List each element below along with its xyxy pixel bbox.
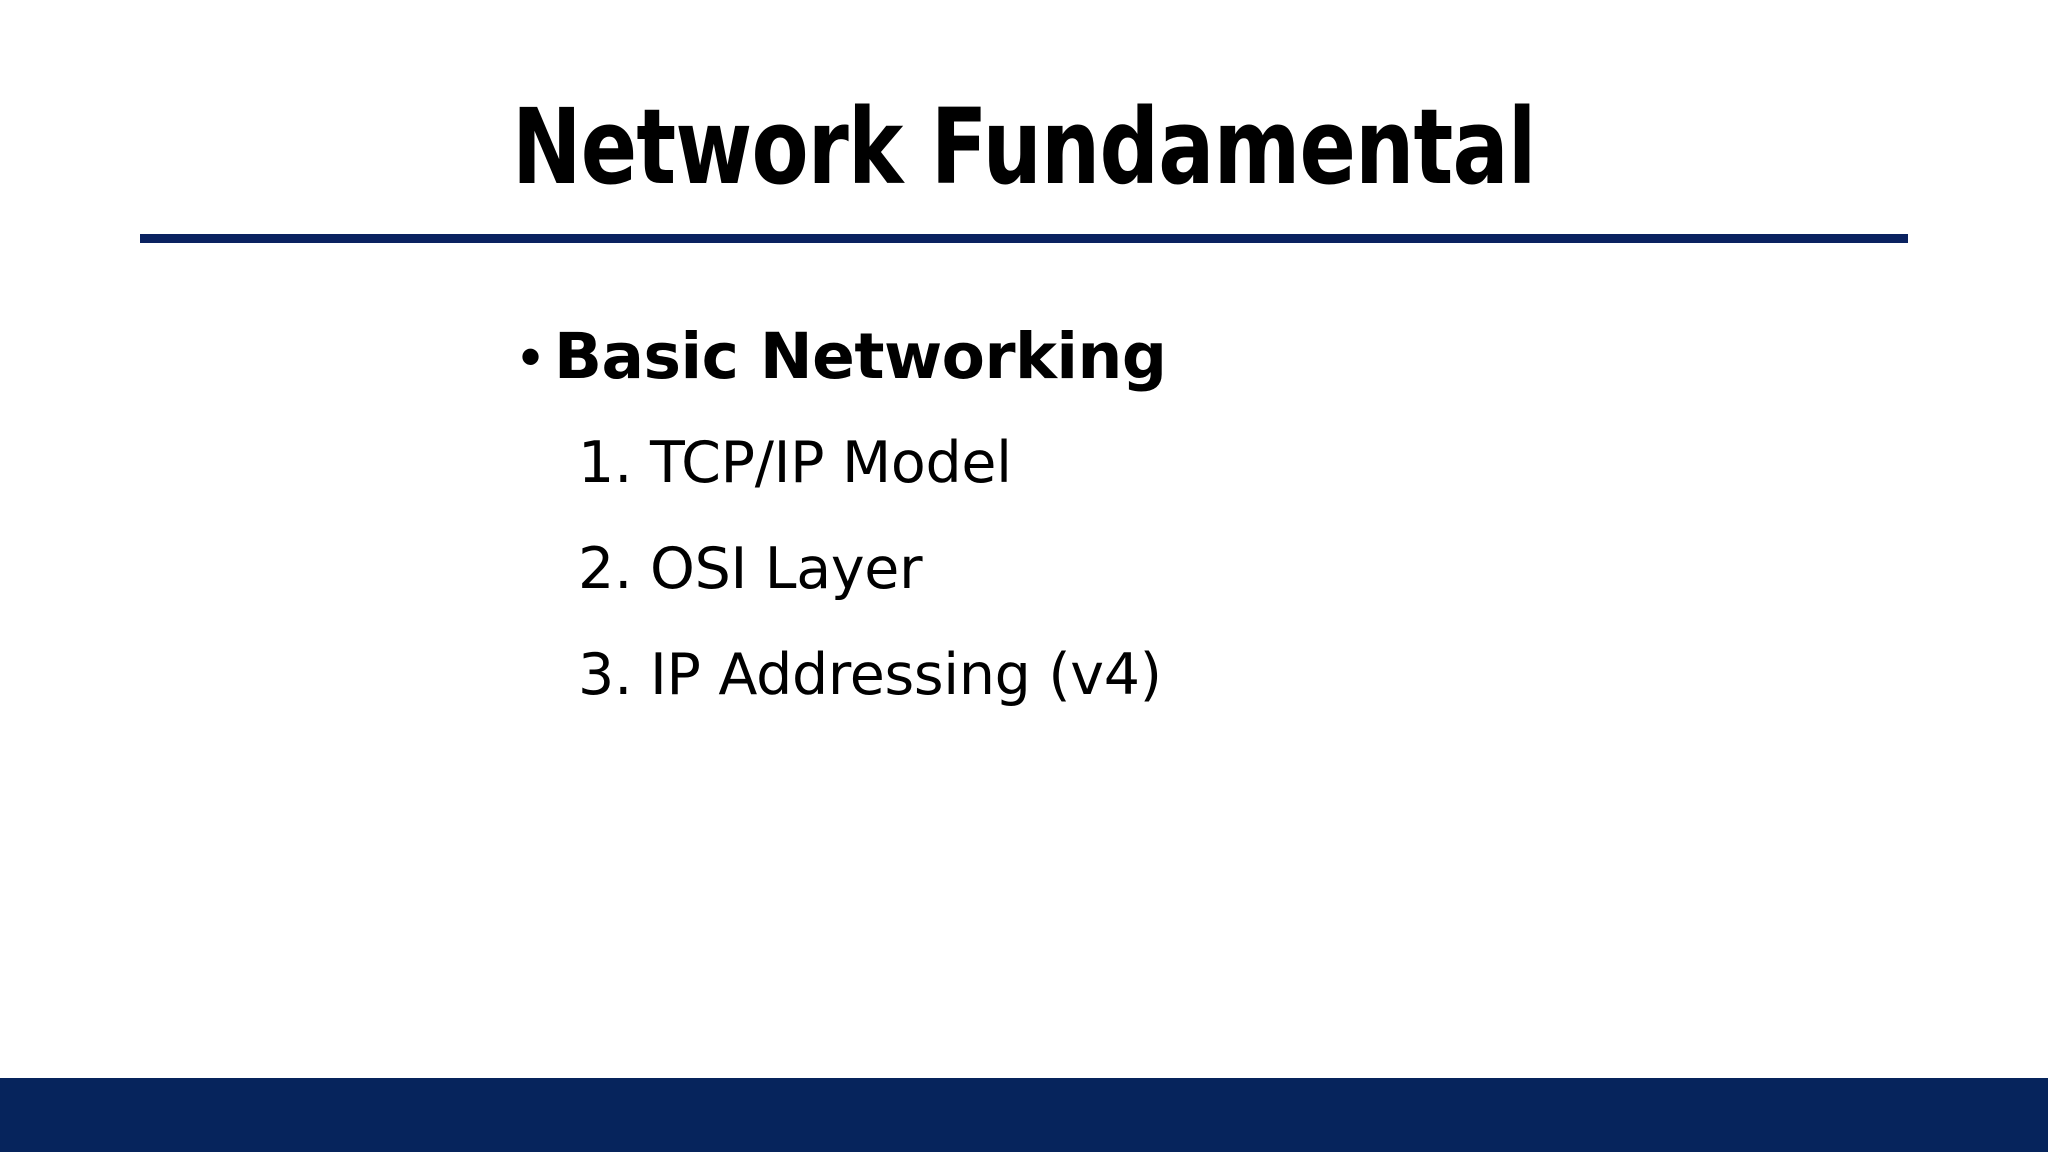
numbered-list: 1. TCP/IP Model 2. OSI Layer 3. IP Addre… [520,410,1920,728]
list-item: 2. OSI Layer [578,516,1920,622]
bullet-item-basic-networking: • Basic Networking [520,318,1920,396]
title-underline-rule [140,234,1908,243]
list-item-number: 1. [578,430,633,496]
page-title: Network Fundamental [512,86,1536,208]
list-item-label: TCP/IP Model [650,430,1012,496]
list-item-number: 3. [578,642,633,708]
bullet-item-label: Basic Networking [554,320,1167,393]
list-item-label: IP Addressing (v4) [650,642,1162,708]
slide-title-block: Network Fundamental [140,95,1908,199]
list-item-number: 2. [578,536,633,602]
slide-body-content: • Basic Networking 1. TCP/IP Model 2. OS… [520,318,1920,728]
list-item: 1. TCP/IP Model [578,410,1920,516]
bullet-point-icon: • [520,323,542,390]
footer-accent-bar [0,1078,2048,1152]
list-item-label: OSI Layer [650,536,923,602]
list-item: 3. IP Addressing (v4) [578,622,1920,728]
